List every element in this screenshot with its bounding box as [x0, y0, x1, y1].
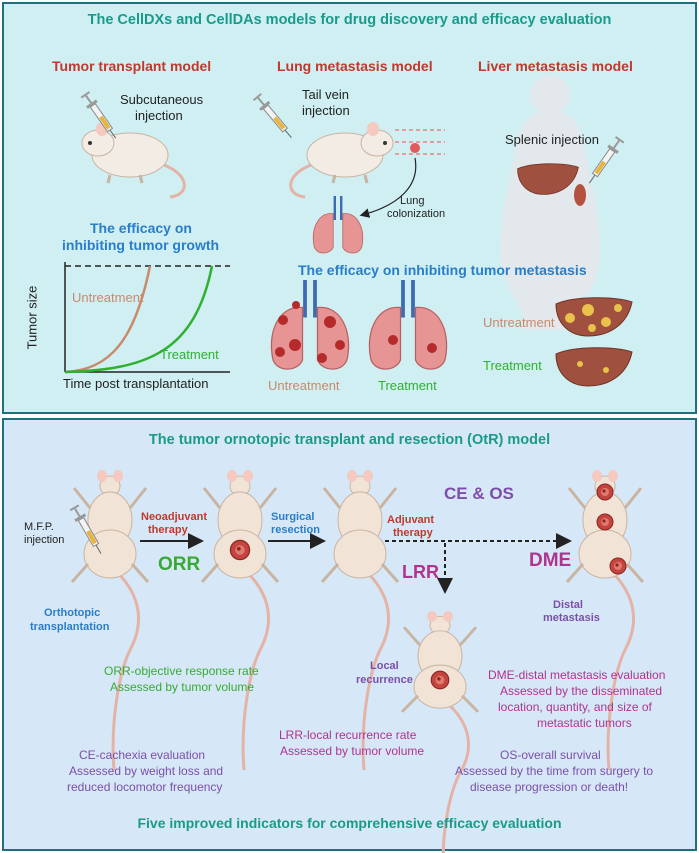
- ce-desc-3: reduced locomotor frequency: [67, 780, 223, 794]
- growth-efficacy-heading: The efficacy on: [90, 220, 192, 236]
- local-label: Local: [370, 660, 399, 672]
- chart-ylabel: Tumor size: [24, 285, 40, 350]
- liver-untreatment-label: Untreatment: [483, 315, 555, 330]
- orr-indicator: ORR: [158, 554, 201, 575]
- vessel-icon: [395, 129, 445, 155]
- tumor-growth-chart: [64, 262, 230, 374]
- chart-treatment-label: Treatment: [160, 347, 219, 362]
- surgical-label-2: resection: [271, 524, 320, 536]
- tumor-icon: [596, 513, 614, 531]
- ce-desc-2: Assessed by weight loss and: [69, 764, 224, 778]
- adjuvant-label-2: therapy: [393, 527, 433, 539]
- mfp-label-2: injection: [24, 534, 65, 546]
- tumor-transplant-heading: Tumor transplant model: [52, 58, 212, 74]
- splenic-injection-label: Splenic injection: [505, 132, 599, 147]
- dme-indicator: DME: [529, 550, 572, 571]
- ce-desc: CE-cachexia evaluation: [79, 748, 206, 762]
- growth-efficacy-heading-2: inhibiting tumor growth: [62, 237, 220, 253]
- lrr-desc: LRR-local recurrence rate: [279, 728, 417, 742]
- lung-colonization-label-2: colonization: [387, 208, 446, 220]
- chart-untreatment-label: Untreatment: [72, 290, 144, 305]
- surgical-label: Surgical: [271, 511, 315, 523]
- lung-icon: [367, 278, 449, 371]
- tail-vein-label-2: injection: [302, 103, 350, 118]
- lung-treatment-label: Treatment: [378, 378, 437, 393]
- distal-label: Distal: [553, 599, 583, 611]
- dme-desc-4: metastatic tumors: [537, 716, 632, 730]
- tumor-icon: [596, 483, 614, 501]
- mouse-silhouette-icon: [500, 75, 600, 330]
- chart-xlabel: Time post transplantation: [63, 376, 209, 391]
- liver-icon: [555, 347, 633, 387]
- arrow-icon: [359, 157, 417, 218]
- mouse-icon: [289, 120, 395, 199]
- orr-desc-2: Assessed by tumor volume: [110, 680, 255, 694]
- neoadjuvant-label-2: therapy: [148, 524, 188, 536]
- subcutaneous-label: Subcutaneous: [120, 92, 204, 107]
- os-desc-3: disease progression or death!: [470, 780, 629, 794]
- bottom-footer: Five improved indicators for comprehensi…: [137, 815, 562, 831]
- tumor-icon: [229, 539, 251, 561]
- lung-colonization-label: Lung: [400, 195, 425, 207]
- neoadjuvant-label: Neoadjuvant: [141, 511, 208, 523]
- mouse-icon: [80, 120, 186, 199]
- mouse-icon: [200, 468, 280, 772]
- subcutaneous-label-2: injection: [135, 108, 183, 123]
- lung-icon: [312, 194, 364, 255]
- liver-icon: [517, 163, 586, 206]
- lung-metastasis-heading: Lung metastasis model: [277, 58, 433, 74]
- lung-icon: [269, 278, 351, 371]
- liver-metastasis-heading: Liver metastasis model: [478, 58, 633, 74]
- ce-os-indicator: CE & OS: [444, 484, 514, 503]
- lrr-indicator: LRR: [402, 562, 439, 582]
- top-title: The CellDXs and CellDAs models for drug …: [87, 12, 612, 28]
- dme-desc-3: location, quantity, and size of: [498, 700, 652, 714]
- lung-untreatment-label: Untreatment: [268, 378, 340, 393]
- bottom-title: The tumor ornotopic transplant and resec…: [148, 432, 551, 448]
- lrr-desc-2: Assessed by tumor volume: [280, 744, 425, 758]
- orthotopic-label-2: transplantation: [30, 621, 110, 633]
- tail-vein-label: Tail vein: [302, 87, 349, 102]
- tumor-icon: [609, 557, 627, 575]
- mfp-label: M.F.P.: [24, 521, 54, 533]
- orr-desc: ORR-objective response rate: [104, 664, 259, 678]
- tumor-icon: [430, 670, 450, 690]
- os-desc: OS-overall survival: [500, 748, 601, 762]
- metastasis-efficacy-heading: The efficacy on inhibiting tumor metasta…: [298, 262, 587, 278]
- dme-desc-2: Assessed by the disseminated: [500, 684, 663, 698]
- local-label-2: recurrence: [356, 674, 413, 686]
- liver-treatment-label: Treatment: [483, 358, 542, 373]
- os-desc-2: Assessed by the time from surgery to: [455, 764, 654, 778]
- dme-desc: DME-distal metastasis evaluation: [488, 668, 666, 682]
- syringe-icon: [251, 91, 297, 143]
- distal-label-2: metastasis: [543, 612, 600, 624]
- liver-icon: [555, 297, 633, 337]
- adjuvant-label: Adjuvant: [387, 514, 435, 526]
- orthotopic-label: Orthotopic: [44, 607, 101, 619]
